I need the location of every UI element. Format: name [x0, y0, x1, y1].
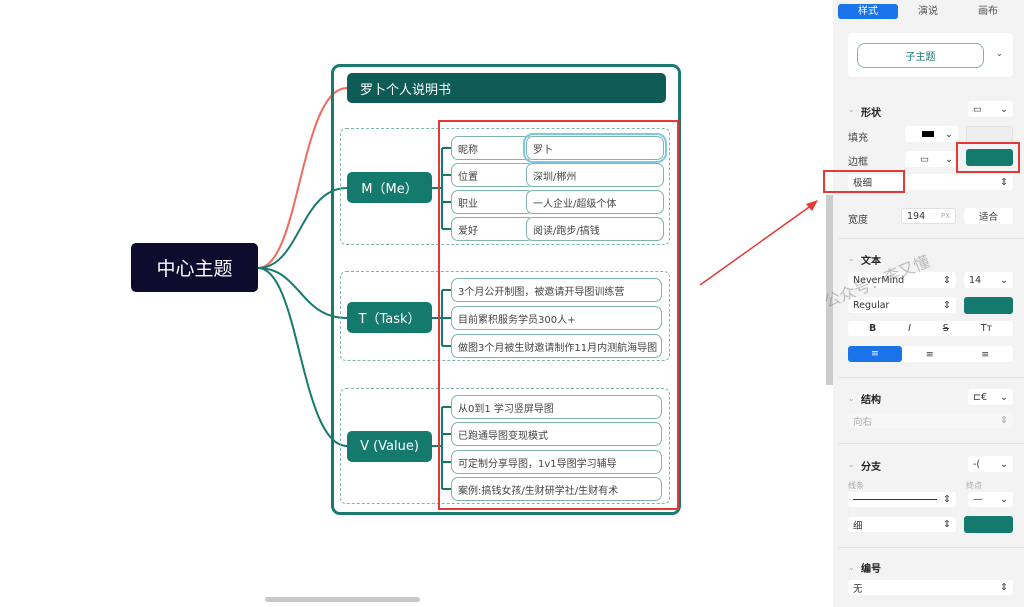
end-label: 终点	[966, 481, 982, 490]
collapse-icon[interactable]: ⌄	[848, 394, 855, 403]
highlight-box	[823, 170, 905, 193]
mindmap-canvas[interactable]: 中心主题 罗卜个人说明书 M（Me） T（Task） V (Value) 昵称 …	[0, 0, 826, 607]
topic-value[interactable]: V (Value)	[347, 431, 432, 462]
font-value: NeverMind	[853, 274, 905, 286]
border-weight-select[interactable]: 极细⇕	[848, 174, 1013, 190]
font-size-select[interactable]: 14⌄	[964, 272, 1013, 288]
divider	[838, 547, 1024, 548]
width-value: 194	[907, 210, 926, 222]
me-value[interactable]: 阅读/跑步/搞钱	[526, 217, 664, 241]
me-key[interactable]: 职业	[451, 190, 534, 214]
width-input[interactable]: 194 PX	[901, 208, 956, 224]
divider	[838, 443, 1024, 444]
structure-icon: ⊏€	[973, 391, 988, 403]
numbering-title: 编号	[861, 564, 881, 575]
fit-button[interactable]: 适合	[964, 208, 1013, 224]
highlight-box	[956, 142, 1020, 173]
line-label: 线条	[848, 481, 864, 490]
align-bar: ≡ ≡ ≡	[848, 346, 1013, 362]
border-weight-value: 极细	[853, 178, 873, 189]
central-topic[interactable]: 中心主题	[131, 243, 258, 292]
chevron-down-icon[interactable]: ⌄	[996, 49, 1003, 58]
task-item[interactable]: 3个月公开制图，被邀请开导图训练营	[451, 278, 662, 302]
vertical-scrollbar[interactable]	[826, 195, 833, 385]
align-right-icon[interactable]: ≡	[981, 348, 990, 360]
fill-label: 填充	[848, 133, 868, 144]
highlight-box	[438, 120, 679, 510]
align-center-icon[interactable]: ≡	[925, 348, 934, 360]
task-item[interactable]: 目前累积服务学员300人+	[451, 306, 662, 330]
branch-color-swatch[interactable]	[964, 516, 1013, 533]
branch-icon: -(	[973, 458, 981, 470]
format-panel: 样式 演说 画布 子主题 ⌄ ⌄ 形状 ▭ ⌄ 填充 ⌄ 边框 ▭⌄ 极细⇕ 宽…	[833, 0, 1024, 607]
value-item[interactable]: 已跑通导图变现模式	[451, 422, 662, 446]
tab-style[interactable]: 样式	[838, 4, 898, 19]
text-format-bar: B I S Tт	[848, 321, 1013, 336]
style-preview: 子主题	[857, 43, 984, 68]
shape-select[interactable]: ▭ ⌄	[968, 101, 1013, 117]
summary-frame	[331, 64, 681, 515]
me-value[interactable]: 罗卜	[523, 133, 667, 163]
direction-select: 向右⇕	[848, 413, 1013, 428]
topic-me[interactable]: M（Me）	[347, 172, 432, 203]
branch-weight-value: 细	[853, 520, 863, 532]
direction-value: 向右	[853, 416, 873, 428]
group-task	[340, 271, 670, 361]
text-color-swatch[interactable]	[964, 297, 1013, 314]
shape-title: 形状	[861, 108, 881, 119]
structure-select[interactable]: ⊏€⌄	[968, 389, 1013, 405]
align-left-icon[interactable]: ≡	[848, 346, 902, 362]
group-value	[340, 388, 670, 504]
value-item[interactable]: 从0到1 学习竖屏导图	[451, 395, 662, 419]
font-weight-value: Regular	[853, 299, 890, 311]
branch-style-select[interactable]: -(⌄	[968, 456, 1013, 472]
width-unit: PX	[940, 212, 950, 220]
bold-button[interactable]: B	[868, 323, 877, 334]
fill-color-swatch[interactable]	[966, 126, 1013, 143]
border-color-swatch[interactable]	[966, 149, 1013, 166]
me-key[interactable]: 昵称	[451, 136, 534, 160]
me-value[interactable]: 一人企业/超级个体	[526, 190, 664, 214]
divider	[838, 377, 1024, 378]
me-key[interactable]: 位置	[451, 163, 534, 187]
text-case-button[interactable]: Tт	[980, 323, 993, 334]
group-me	[340, 128, 670, 245]
collapse-icon[interactable]: ⌄	[848, 105, 855, 114]
me-value[interactable]: 深圳/郴州	[526, 163, 664, 187]
border-style-select[interactable]: ▭⌄	[905, 151, 958, 167]
font-weight-select[interactable]: Regular⇕	[848, 297, 956, 313]
text-title: 文本	[861, 256, 881, 267]
horizontal-scrollbar[interactable]	[265, 597, 420, 602]
collapse-icon[interactable]: ⌄	[848, 563, 855, 572]
branch-title: 分支	[861, 462, 881, 473]
width-label: 宽度	[848, 215, 868, 226]
frame-title[interactable]: 罗卜个人说明书	[347, 73, 666, 103]
topic-task[interactable]: T（Task）	[347, 302, 432, 333]
tab-canvas[interactable]: 画布	[978, 6, 998, 17]
structure-title: 结构	[861, 395, 881, 406]
font-select[interactable]: NeverMind⇕	[848, 272, 956, 288]
value-item[interactable]: 可定制分享导图，1v1导图学习辅导	[451, 450, 662, 474]
style-preview-card[interactable]: 子主题 ⌄	[848, 33, 1013, 77]
line-style-select[interactable]: ⇕	[848, 492, 956, 507]
collapse-icon[interactable]: ⌄	[848, 254, 855, 263]
numbering-select[interactable]: 无⇕	[848, 580, 1013, 595]
tab-presentation[interactable]: 演说	[918, 6, 938, 17]
task-item[interactable]: 做图3个月被生财邀请制作11月内测航海导图	[451, 334, 662, 358]
fill-select[interactable]: ⌄	[905, 126, 958, 142]
strikethrough-button[interactable]: S	[942, 323, 949, 334]
branch-weight-select[interactable]: 细⇕	[848, 517, 956, 532]
me-key[interactable]: 爱好	[451, 217, 534, 241]
collapse-icon[interactable]: ⌄	[848, 460, 855, 469]
end-style-select[interactable]: —⌄	[968, 492, 1013, 507]
value-item[interactable]: 案例:搞钱女孩/生财研学社/生财有术	[451, 477, 662, 501]
border-label: 边框	[848, 157, 868, 168]
italic-button[interactable]: I	[908, 323, 911, 334]
numbering-value: 无	[853, 583, 863, 595]
divider	[838, 238, 1024, 239]
font-size-value: 14	[969, 274, 982, 286]
